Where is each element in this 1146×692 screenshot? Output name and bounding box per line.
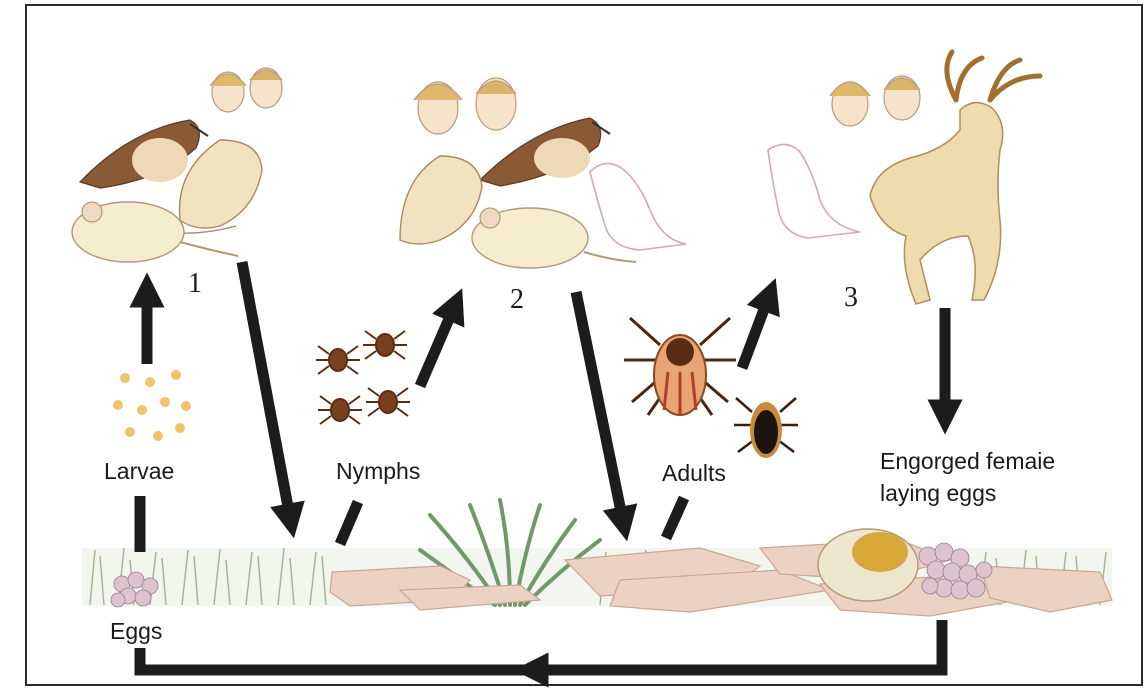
stub-ground-to-nymphs <box>340 502 358 544</box>
dog-outline-icon <box>590 163 686 250</box>
arrows <box>140 262 945 670</box>
host-3-label: 3 <box>844 282 858 314</box>
engorged-female-label: Engorged femaie <box>880 448 1055 475</box>
arrow-adults-to-host3 <box>742 288 772 368</box>
arrow-nymphs-to-host2 <box>420 298 458 386</box>
adults-label: Adults <box>662 460 726 487</box>
nymphs-icon <box>316 331 410 424</box>
host-group-3 <box>768 52 1040 304</box>
adult-female-tick-icon <box>624 318 736 415</box>
laying-eggs-label: laying eggs <box>880 480 996 507</box>
engorged-female-tick-icon <box>818 529 918 601</box>
larvae-label: Larvae <box>104 458 174 485</box>
children-faces-icon <box>210 68 282 112</box>
stub-ground-to-adults <box>666 498 684 538</box>
arrow-host2-to-ground <box>576 292 625 531</box>
host-group-1 <box>72 68 282 262</box>
adult-male-tick-icon <box>734 398 798 458</box>
arrow-eggs-cycle-return <box>140 620 942 670</box>
children-faces-icon <box>414 78 516 134</box>
children-faces-icon <box>830 76 920 126</box>
nymphs-label: Nymphs <box>336 458 420 485</box>
eggs-label: Eggs <box>110 618 162 645</box>
host-2-label: 2 <box>510 284 524 316</box>
dog-outline-icon <box>768 144 860 238</box>
arrow-host1-to-ground <box>242 262 292 528</box>
larvae-icon <box>113 370 191 441</box>
host-1-label: 1 <box>188 268 202 300</box>
chipmunk-icon <box>400 156 482 244</box>
host-group-2 <box>400 78 686 268</box>
